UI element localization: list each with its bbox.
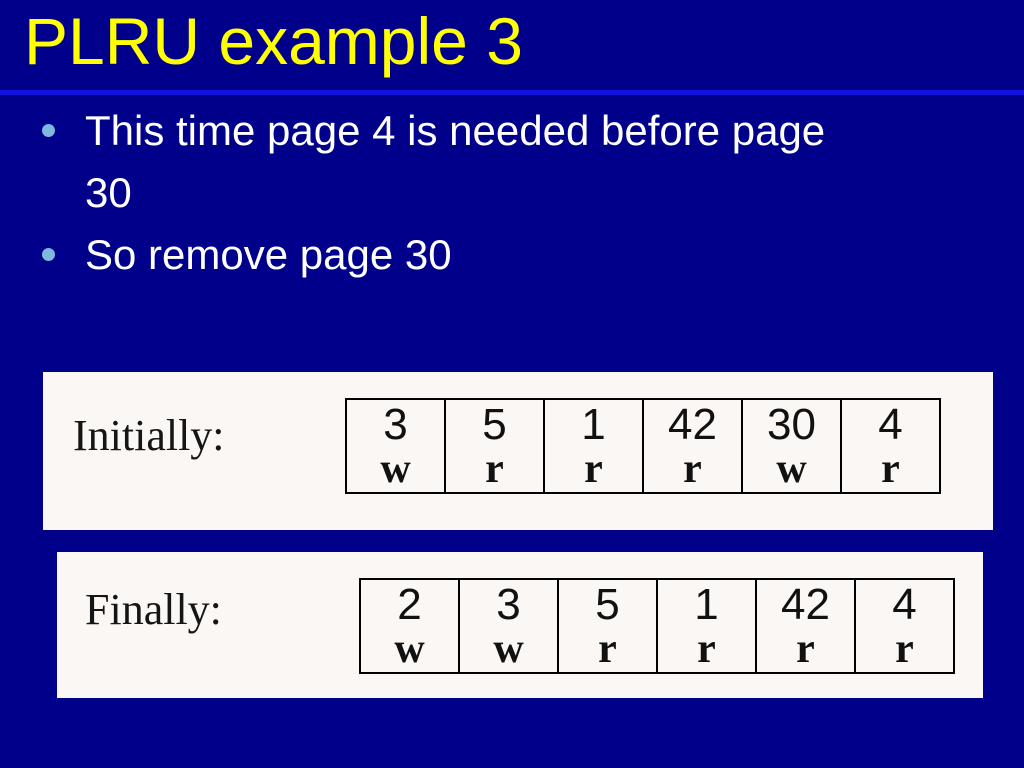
bullet-item: This time page 4 is needed before page 3… — [42, 100, 902, 224]
finally-label: Finally: — [85, 585, 222, 634]
bullet-dot-icon — [42, 124, 55, 137]
frame-cell: 1 r — [656, 578, 757, 674]
frame-cell: 5 r — [557, 578, 658, 674]
frame-cell: 3 w — [345, 398, 446, 494]
page-number: 5 — [595, 580, 620, 629]
frame-cell: 2 w — [359, 578, 460, 674]
page-number: 1 — [581, 400, 606, 449]
bullet-list: This time page 4 is needed before page 3… — [42, 100, 902, 286]
access-type: w — [776, 446, 807, 492]
bullet-dot-icon — [42, 248, 55, 261]
access-type: w — [394, 626, 425, 672]
page-number: 4 — [892, 580, 917, 629]
finally-panel: Finally: 2 w 3 w 5 r 1 r 42 r 4 r — [57, 552, 983, 698]
frame-cell: 5 r — [444, 398, 545, 494]
page-number: 4 — [878, 400, 903, 449]
frame-cell: 3 w — [458, 578, 559, 674]
frame-cell: 4 r — [854, 578, 955, 674]
slide-title: PLRU example 3 — [24, 4, 523, 78]
page-number: 3 — [496, 580, 521, 629]
page-number: 3 — [383, 400, 408, 449]
bullet-text: This time page 4 is needed before page 3… — [85, 107, 826, 216]
title-underline-rule — [0, 90, 1024, 95]
bullet-item: So remove page 30 — [42, 224, 902, 286]
access-type: r — [881, 446, 900, 492]
access-type: r — [796, 626, 815, 672]
frame-cell: 1 r — [543, 398, 644, 494]
access-type: r — [895, 626, 914, 672]
bullet-text: So remove page 30 — [85, 231, 452, 278]
initially-panel: Initially: 3 w 5 r 1 r 42 r 30 w 4 r — [43, 372, 993, 530]
page-number: 42 — [668, 400, 717, 449]
access-type: r — [683, 446, 702, 492]
page-number: 5 — [482, 400, 507, 449]
finally-frame-table: 2 w 3 w 5 r 1 r 42 r 4 r — [359, 578, 955, 674]
frame-cell: 30 w — [741, 398, 842, 494]
frame-cell: 42 r — [755, 578, 856, 674]
page-number: 2 — [397, 580, 422, 629]
page-number: 30 — [767, 400, 816, 449]
access-type: r — [584, 446, 603, 492]
page-number: 42 — [781, 580, 830, 629]
initially-frame-table: 3 w 5 r 1 r 42 r 30 w 4 r — [345, 398, 941, 494]
access-type: r — [485, 446, 504, 492]
access-type: w — [380, 446, 411, 492]
frame-cell: 42 r — [642, 398, 743, 494]
access-type: w — [493, 626, 524, 672]
access-type: r — [697, 626, 716, 672]
page-number: 1 — [694, 580, 719, 629]
frame-cell: 4 r — [840, 398, 941, 494]
access-type: r — [598, 626, 617, 672]
initially-label: Initially: — [73, 411, 225, 460]
